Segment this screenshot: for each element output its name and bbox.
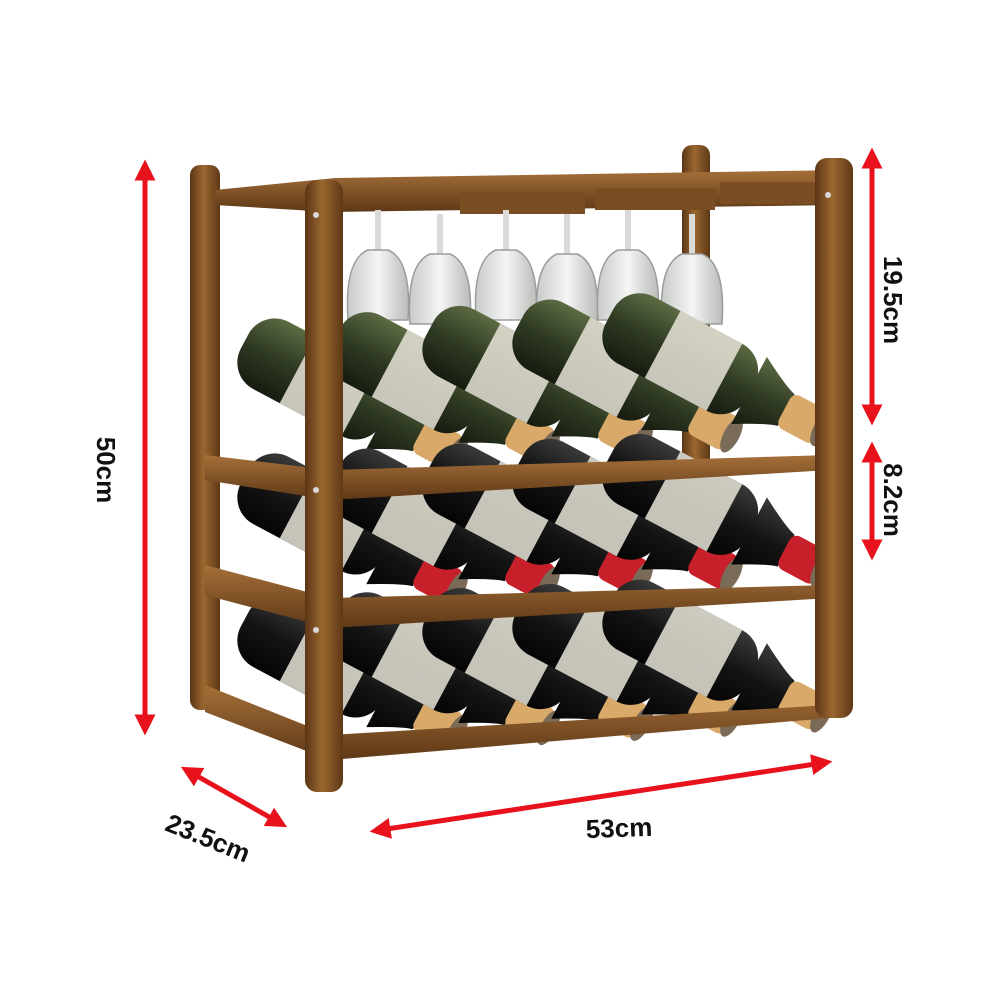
bottle-shoulder [366, 660, 430, 730]
glass-holder-slat [595, 188, 715, 210]
wine-glass [474, 249, 538, 321]
screw [313, 212, 319, 218]
glass-stem [503, 210, 509, 250]
rack-front-post-right [815, 158, 853, 718]
bottle-shoulder [641, 502, 705, 572]
wine-glass [660, 253, 724, 325]
bottle-shoulder [366, 382, 430, 452]
wine-bottles [237, 293, 833, 750]
glass-stem [689, 214, 695, 254]
shelf-middle [205, 565, 830, 628]
bottle-shoulder [641, 647, 705, 717]
bottle-shoulder [731, 497, 795, 567]
shelf-gap-label: 8.2cm [878, 463, 908, 537]
bottle-shoulder [551, 369, 615, 439]
glass-stem [375, 210, 381, 250]
shelf-bottom [205, 685, 830, 760]
screw [313, 487, 319, 493]
bottle-shoulder [731, 643, 795, 713]
bottle-shoulder [551, 651, 615, 721]
rack-back-post-left [190, 165, 220, 710]
bottle-shoulder [458, 375, 522, 445]
bottle-shoulder [366, 517, 430, 587]
bottle-label [644, 310, 743, 411]
wine-bottle [602, 293, 833, 447]
bottle-shoulder [551, 507, 615, 577]
shelf-top [205, 455, 830, 500]
bottle-label [644, 597, 743, 698]
width-label: 53cm [585, 811, 653, 845]
wine-glass [346, 249, 410, 321]
screw [313, 627, 319, 633]
bottle-shoulder [731, 356, 795, 426]
depth-arrow [180, 766, 288, 828]
glass-section-label: 19.5cm [878, 255, 908, 345]
glass-holder-slat [720, 182, 830, 204]
bottle-cap-end [720, 417, 743, 453]
height-label: 50cm [91, 436, 121, 504]
bottle-cap-end [720, 557, 743, 592]
bottle-shoulder [641, 363, 705, 433]
bottle-shoulder [458, 655, 522, 725]
glass-stem [437, 214, 443, 254]
bottle-shoulder [458, 512, 522, 582]
width-arrow [369, 754, 833, 839]
screw [825, 192, 831, 198]
rack-front-post-left [305, 180, 343, 792]
glass-holder-slat [460, 192, 585, 214]
glass-stem [625, 210, 631, 250]
glass-stem [564, 214, 570, 254]
